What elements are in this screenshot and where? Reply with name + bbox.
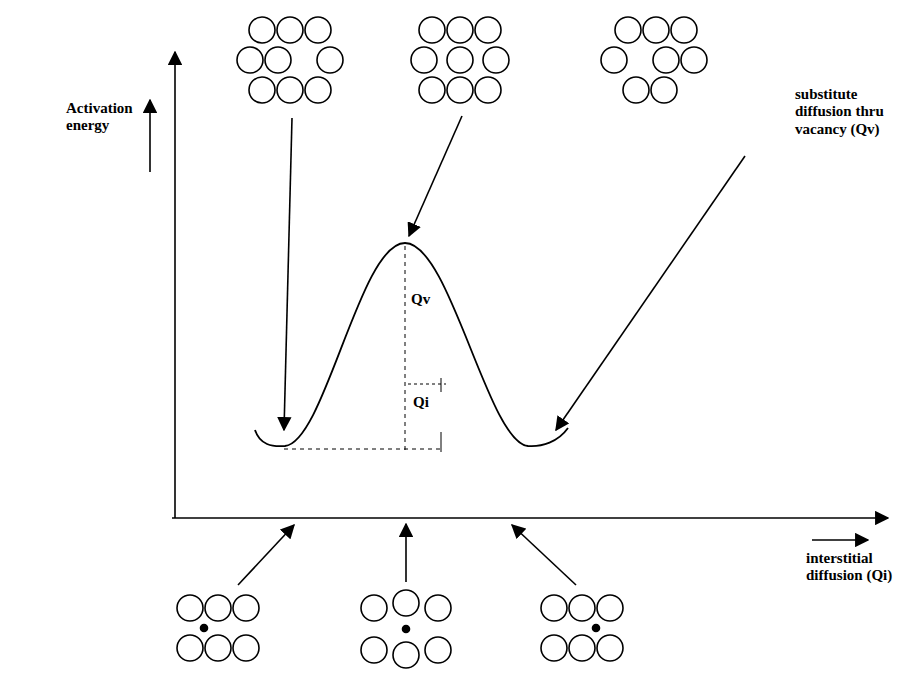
- axis-label: Activation energy: [66, 100, 150, 135]
- dashed-guide: [405, 246, 406, 452]
- pointer-arrow: [512, 525, 576, 585]
- pointer-arrow: [556, 156, 745, 430]
- axis-arrow: [812, 539, 868, 541]
- pointer-arrow: [284, 118, 292, 430]
- dimension-tick: [441, 432, 442, 452]
- atom-lattice: [237, 17, 343, 103]
- dashed-guide: [408, 384, 446, 385]
- atom-lattice: [411, 17, 509, 103]
- energy-symbol: Qi: [413, 394, 453, 411]
- dashed-guide: [284, 449, 440, 450]
- energy-curve: [255, 243, 568, 446]
- atom-lattice: [361, 590, 451, 668]
- atom-lattice: [541, 595, 623, 661]
- atom-lattice: [177, 595, 259, 661]
- atom-lattice: [601, 17, 707, 103]
- axis-arrow: [149, 100, 151, 172]
- dimension-tick: [441, 378, 442, 392]
- energy-symbol: Qv: [411, 291, 451, 308]
- y-axis: [174, 52, 176, 518]
- pointer-arrow: [405, 524, 407, 582]
- process-label: substitute diffusion thru vacancy (Qv): [795, 86, 911, 138]
- process-label: interstitial diffusion (Qi): [806, 550, 911, 585]
- pointer-arrow: [238, 525, 294, 585]
- x-axis: [172, 517, 888, 519]
- pointer-arrow: [409, 116, 462, 236]
